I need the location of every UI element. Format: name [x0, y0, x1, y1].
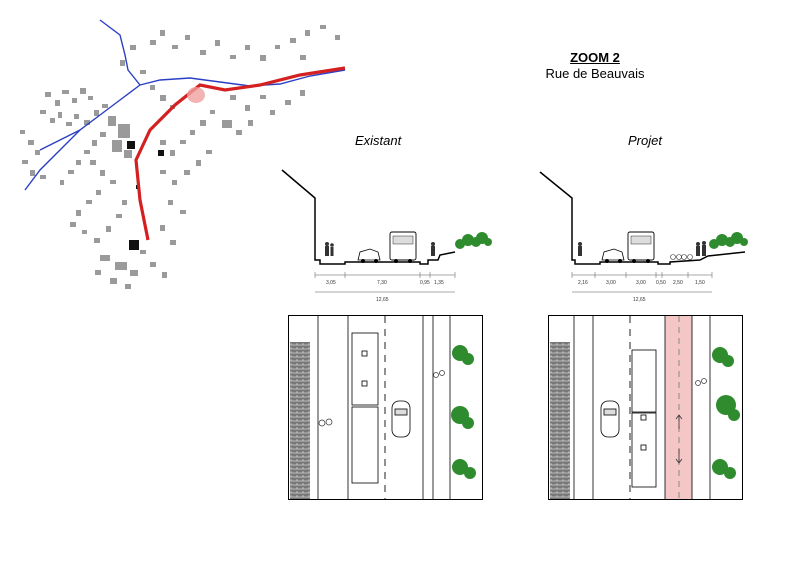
existing-width-1: 3,05 [326, 280, 336, 286]
project-width-6: 1,50 [695, 280, 705, 286]
trees-plan-existing [451, 345, 476, 479]
building-plan-project [550, 342, 570, 499]
trees-figure [455, 232, 492, 249]
pedestrians-project [696, 241, 706, 256]
project-width-2: 3,00 [606, 280, 616, 286]
project-width-1: 2,16 [578, 280, 588, 286]
bike-arrows [675, 414, 683, 464]
bus-figure [389, 231, 417, 263]
existing-total-width: 12,65 [376, 297, 389, 303]
building-facade [281, 169, 456, 265]
car-plan-project [600, 400, 620, 438]
pedestrian-figure-project [578, 242, 582, 256]
bike-plan-existing [318, 370, 445, 427]
car-figure [357, 248, 381, 263]
street-name: Rue de Beauvais [545, 66, 645, 81]
map-buildings [20, 25, 340, 289]
pedestrian-figure-right [431, 242, 435, 256]
existing-plan-view [288, 315, 483, 500]
car-figure-project [601, 248, 625, 263]
existing-width-2: 7,30 [377, 280, 387, 286]
project-section-label: Projet [628, 133, 662, 148]
project-width-4: 0,50 [656, 280, 666, 286]
car-plan [391, 400, 411, 438]
existing-section-label: Existant [355, 133, 402, 148]
building-facade-project [539, 171, 746, 265]
existing-width-3: 0,95 [420, 280, 430, 286]
bus-figure-project [627, 231, 655, 263]
project-cross-section: 2,16 3,00 3,00 0,50 2,50 1,50 12,65 [539, 171, 748, 303]
project-total-width: 12,65 [633, 297, 646, 303]
project-width-3: 3,00 [636, 280, 646, 286]
project-plan-view [548, 315, 743, 500]
bus-plan [351, 332, 379, 484]
pedestrian-figure [325, 242, 334, 256]
zoom-highlight [187, 87, 205, 103]
map-river [24, 19, 346, 191]
project-width-5: 2,50 [673, 280, 683, 286]
zoom-title: ZOOM 2 [570, 50, 620, 65]
bike-plan-project [695, 378, 707, 386]
existing-width-4: 1,35 [434, 280, 444, 286]
building-plan-existing [290, 342, 310, 499]
existing-cross-section: 3,05 7,30 0,95 1,35 12,65 [281, 169, 492, 303]
bus-plan-project [631, 349, 657, 488]
bikes-figure [670, 254, 693, 260]
trees-plan-project [712, 347, 740, 479]
location-map [20, 19, 346, 289]
trees-figure-project [709, 232, 748, 249]
